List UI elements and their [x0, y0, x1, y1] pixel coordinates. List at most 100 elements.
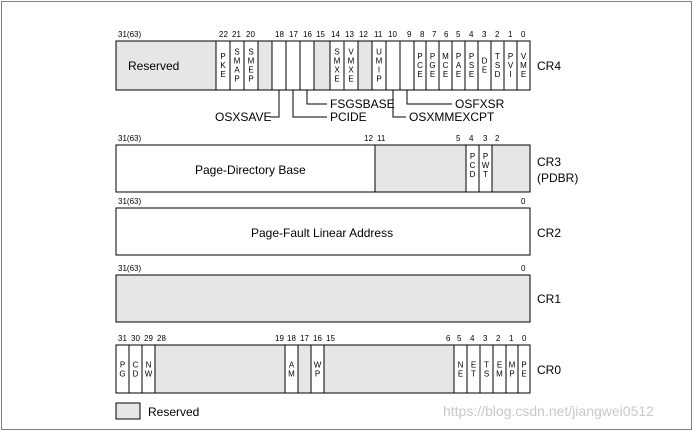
- cr3-page-directory-base-field: [115, 144, 376, 193]
- cr2-bit-31: 31(63): [118, 197, 141, 206]
- osxmmexcpt-leader: [392, 90, 406, 118]
- cr0-bit-17: 17: [300, 334, 309, 343]
- cr0-bit-18: 18: [287, 334, 296, 343]
- legend-reserved-swatch: [115, 402, 141, 420]
- cr0-name: CR0: [537, 363, 561, 377]
- cr2-bit-0: 0: [521, 197, 526, 206]
- cr4-name: CR4: [537, 59, 561, 73]
- cr3-bit-4: 4: [469, 134, 474, 143]
- cr0-bit-19: 19: [275, 334, 284, 343]
- cr1-bit-0: 0: [521, 264, 526, 273]
- cr4-bit19-reserved: [257, 40, 273, 91]
- legend-reserved-label: Reserved: [148, 405, 199, 419]
- cr4-bit-31: 31(63): [118, 30, 141, 39]
- watermark: https://blog.csdn.net/jiangwei0512: [443, 403, 654, 419]
- cr3-bit-3: 3: [483, 134, 488, 143]
- legend: Reserved: [115, 402, 199, 420]
- cr1-bit-31: 31(63): [118, 264, 141, 273]
- cr4-bit-1: 1: [508, 30, 513, 39]
- osfxsr-leader: [406, 90, 452, 105]
- cr4-bit-13: 13: [345, 30, 354, 39]
- cr0-reserved-high: [154, 344, 286, 394]
- cr4-register: 31(63) 22 21 20 18 17 16 15 14 13 12 11 …: [115, 30, 561, 124]
- cr4-bit-16: 16: [303, 30, 312, 39]
- cr3-reserved-mid: [374, 144, 467, 193]
- cr0-bit-1: 1: [509, 334, 514, 343]
- cr4-bit-6: 6: [444, 30, 449, 39]
- cr0-pe-cell: [517, 344, 531, 394]
- cr0-bit-30: 30: [131, 334, 140, 343]
- cr0-bit-28: 28: [157, 334, 166, 343]
- cr3-bit-31: 31(63): [118, 134, 141, 143]
- cr1-reserved-field: [115, 274, 531, 323]
- cr0-bit-6: 6: [446, 334, 451, 343]
- cr3-bit-2: 2: [495, 134, 500, 143]
- cr4-reserved-label: Reserved: [128, 59, 179, 73]
- cr4-bit-0: 0: [521, 30, 526, 39]
- cr4-bit-2: 2: [495, 30, 500, 39]
- osxmmexcpt-label: OSXMMEXCPT: [409, 110, 495, 124]
- cr4-bit-14: 14: [331, 30, 340, 39]
- cr4-bit-18: 18: [275, 30, 284, 39]
- cr2-label: Page-Fault Linear Address: [251, 226, 393, 240]
- cr4-bit-15: 15: [316, 30, 325, 39]
- cr3-subname: (PDBR): [537, 171, 578, 185]
- osxsave-label: OSXSAVE: [215, 110, 271, 124]
- cr4-bit-17: 17: [289, 30, 298, 39]
- cr1-name: CR1: [537, 292, 561, 306]
- cr2-register: 31(63) 0 Page-Fault Linear Address CR2: [115, 197, 561, 256]
- cr0-bit-15: 15: [326, 334, 335, 343]
- cr0-bit-16: 16: [313, 334, 322, 343]
- pcide-label: PCIDE: [330, 110, 367, 124]
- cr0-bit-29: 29: [144, 334, 153, 343]
- cr1-register: 31(63) 0 CR1: [115, 264, 561, 323]
- cr4-bit-22: 22: [219, 30, 228, 39]
- cr2-name: CR2: [537, 226, 561, 240]
- cr4-vme-cell: [516, 40, 531, 91]
- cr4-fsgsbase-cell: [299, 40, 315, 91]
- cr4-bit-7: 7: [432, 30, 437, 39]
- cr0-register: 31 30 29 28 19 18 17 16 15 6 5 4 3 2 1 0…: [115, 334, 561, 394]
- cr4-bit12-reserved: [357, 40, 373, 91]
- cr0-reserved-mid: [323, 344, 455, 394]
- pcide-leader: [292, 90, 327, 118]
- cr0-bit-0: 0: [522, 334, 527, 343]
- cr4-osxsave-cell: [271, 40, 287, 91]
